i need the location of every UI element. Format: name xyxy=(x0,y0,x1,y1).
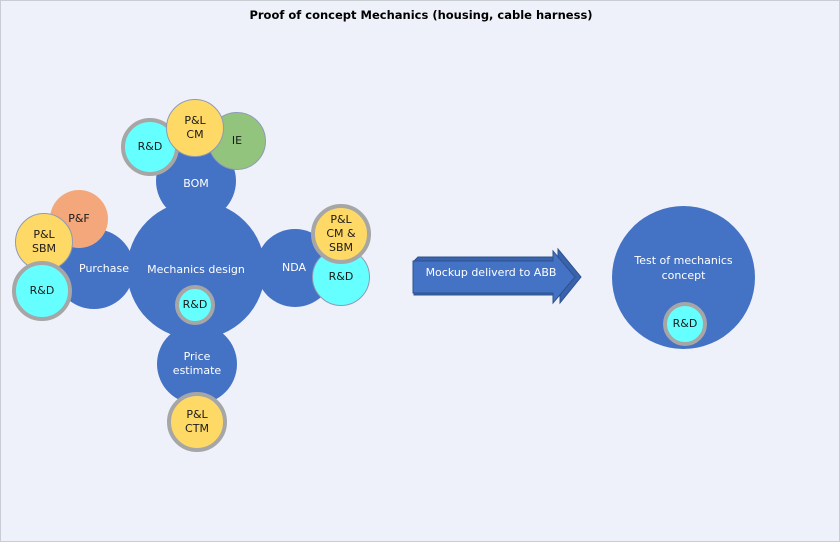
price-estimate-node: Price estimate xyxy=(157,324,237,404)
bom-label: BOM xyxy=(183,176,209,190)
nda-label: NDA xyxy=(281,260,307,274)
test-concept-label: Test of mechanics concept xyxy=(634,254,733,282)
mockup-arrow xyxy=(412,247,582,305)
pl-cm-tag: P&L CM xyxy=(166,99,224,157)
arrow-front-face xyxy=(412,249,576,305)
mechanics-design-label: Mechanics design xyxy=(147,262,245,276)
rd-tag-test: R&D xyxy=(663,302,707,346)
pl-ctm-tag: P&L CTM xyxy=(167,392,227,452)
rd-tag-purchase: R&D xyxy=(12,261,72,321)
price-estimate-label: Price estimate xyxy=(172,349,222,377)
rd-tag-mechanics: R&D xyxy=(175,285,215,325)
pl-cm-sbm-tag: P&L CM & SBM xyxy=(311,204,371,264)
diagram-title: Proof of concept Mechanics (housing, cab… xyxy=(249,8,593,22)
purchase-label: Purchase xyxy=(79,261,129,275)
arrow-label: Mockup deliverd to ABB xyxy=(425,266,557,279)
